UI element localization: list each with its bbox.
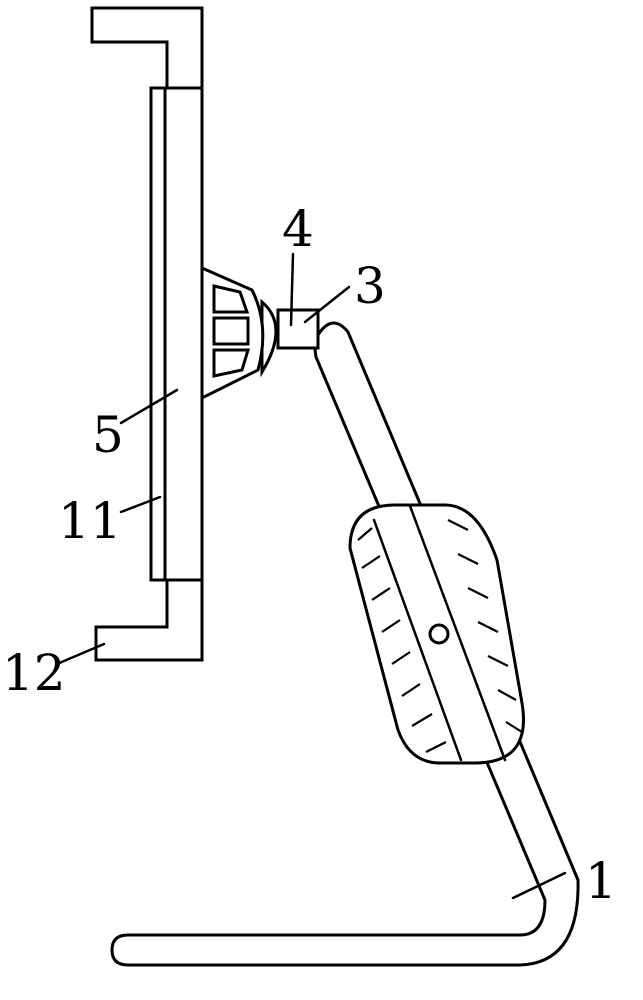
label-clamp-jaw: 12 (2, 644, 66, 702)
joint-connector (260, 298, 320, 378)
back-plate (149, 86, 167, 582)
reference-labels: 4 3 5 11 12 1 (2, 200, 617, 910)
grip-hatching (357, 519, 523, 753)
label-holder-body: 5 (92, 406, 124, 464)
label-back-plate: 11 (58, 492, 122, 550)
leader-lines (55, 252, 567, 900)
label-base-stand: 1 (585, 852, 617, 910)
grip-sleeve (348, 503, 525, 765)
base-stand (110, 321, 580, 967)
clamp-head (200, 265, 265, 401)
label-joint: 4 (282, 200, 314, 258)
holder-body (149, 86, 204, 582)
label-connector: 3 (354, 257, 386, 315)
pivot-pin (428, 623, 450, 645)
